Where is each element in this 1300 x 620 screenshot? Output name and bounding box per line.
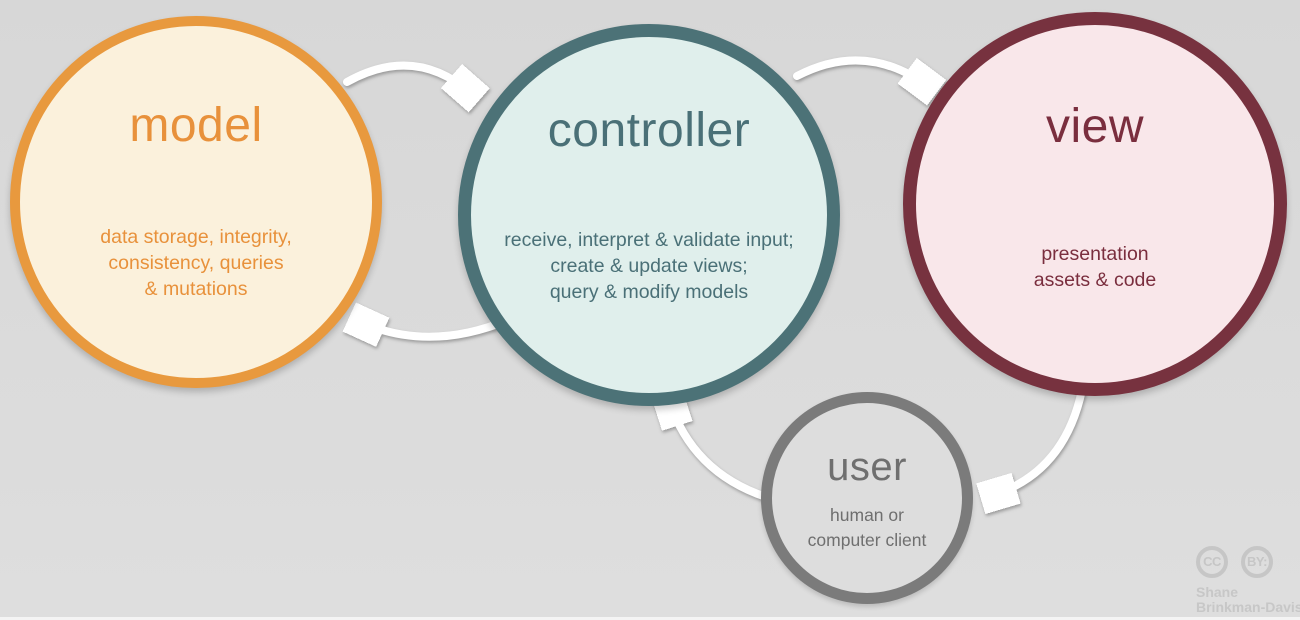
node-model-label: model bbox=[129, 99, 263, 152]
node-user-desc-line: human or bbox=[830, 505, 904, 525]
node-controller-description: receive, interpret & validate input; cre… bbox=[471, 227, 827, 305]
author-name: Shane Brinkman-Davis bbox=[1196, 585, 1300, 615]
node-controller-label: controller bbox=[547, 104, 751, 157]
node-view-description: presentation assets & code bbox=[916, 241, 1274, 293]
cc-badge-icon: CC bbox=[1196, 546, 1228, 578]
node-model-description: data storage, integrity, consistency, qu… bbox=[20, 224, 372, 302]
arrow-user-to-controller bbox=[669, 400, 770, 501]
node-controller-desc-line: query & modify models bbox=[549, 281, 749, 303]
node-controller-desc-line: receive, interpret & validate input; bbox=[504, 229, 794, 251]
author-name-line1: Shane bbox=[1196, 584, 1239, 600]
node-model-desc-line: & mutations bbox=[144, 278, 248, 300]
node-controller-desc-line: create & update views; bbox=[550, 255, 748, 277]
arrow-model-to-controller bbox=[343, 61, 472, 94]
node-view: view presentation assets & code bbox=[903, 12, 1287, 396]
arrow-controller-to-model bbox=[358, 320, 512, 337]
author-name-line2: Brinkman-Davis bbox=[1196, 599, 1300, 615]
node-view-desc-line: presentation bbox=[1041, 243, 1149, 265]
node-user: user human or computer client bbox=[761, 392, 973, 604]
node-user-description: human or computer client bbox=[772, 503, 962, 553]
node-user-desc-line: computer client bbox=[807, 530, 927, 550]
arrow-view-to-user bbox=[990, 386, 1086, 496]
node-controller: controller receive, interpret & validate… bbox=[458, 24, 840, 406]
node-model-desc-line: consistency, queries bbox=[108, 252, 284, 274]
by-badge-icon: BY: bbox=[1241, 546, 1273, 578]
bottom-edge-strip bbox=[0, 617, 1300, 620]
node-view-label: view bbox=[1045, 100, 1145, 153]
node-view-desc-line: assets & code bbox=[1033, 269, 1157, 291]
node-user-label: user bbox=[827, 445, 907, 489]
node-model: model data storage, integrity, consisten… bbox=[10, 16, 382, 388]
arrow-controller-to-view bbox=[793, 56, 929, 87]
node-model-desc-line: data storage, integrity, bbox=[100, 226, 292, 248]
attribution: CC BY: Shane Brinkman-Davis bbox=[1196, 546, 1300, 615]
